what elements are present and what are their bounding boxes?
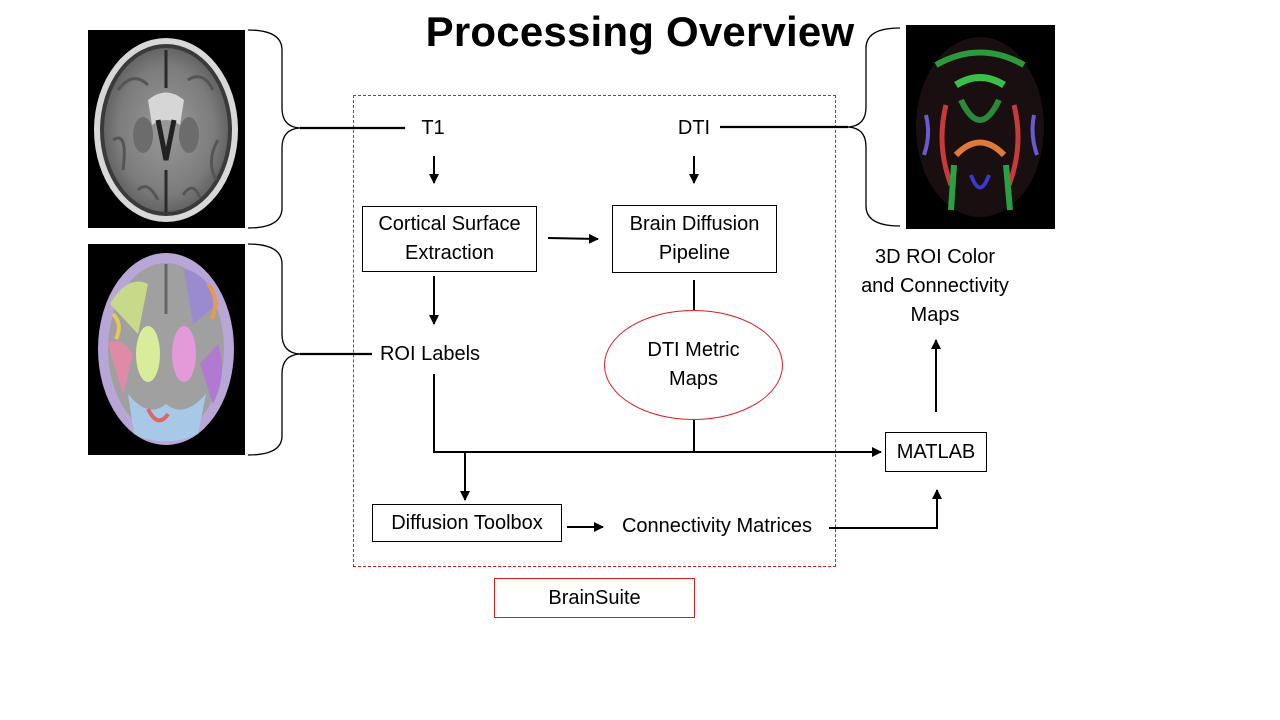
brainsuite-legend-box: BrainSuite [494,578,695,618]
roi-labels-label: ROI Labels [379,343,481,365]
t1-brain-image [88,30,245,228]
output-maps-label: 3D ROI Color and Connectivity Maps [840,243,1030,330]
matlab-box: MATLAB [885,432,987,472]
t1-brace [247,29,301,229]
output-line1: 3D ROI Color [874,246,996,268]
brainsuite-label: BrainSuite [548,586,641,609]
cortical-line1: Cortical Surface [378,213,521,235]
diffusion-line1: Brain Diffusion [629,213,760,235]
cortical-surface-extraction-box: Cortical Surface Extraction [362,206,537,272]
t1-label: T1 [421,117,445,139]
roi-brace [247,243,301,456]
dti-brain-image [906,25,1055,229]
dti-label: DTI [677,117,711,139]
dti-metric-line2: Maps [669,368,718,390]
dti-metric-line1: DTI Metric [647,339,740,361]
roi-brain-image [88,244,245,455]
cortical-line2: Extraction [405,242,494,264]
dti-metric-maps-ellipse: DTI Metric Maps [604,310,783,420]
diffusion-toolbox-label: Diffusion Toolbox [391,511,543,534]
output-line2: and Connectivity [861,275,1009,297]
diffusion-toolbox-box: Diffusion Toolbox [372,504,562,542]
brain-diffusion-pipeline-box: Brain Diffusion Pipeline [612,205,777,273]
connectivity-matrices-label: Connectivity Matrices [621,515,813,537]
dti-brace [847,27,901,227]
page-title: Processing Overview [425,8,855,55]
diffusion-line2: Pipeline [658,242,731,264]
brainsuite-boundary [353,95,836,567]
matlab-label: MATLAB [896,440,976,463]
output-line3: Maps [910,304,960,326]
